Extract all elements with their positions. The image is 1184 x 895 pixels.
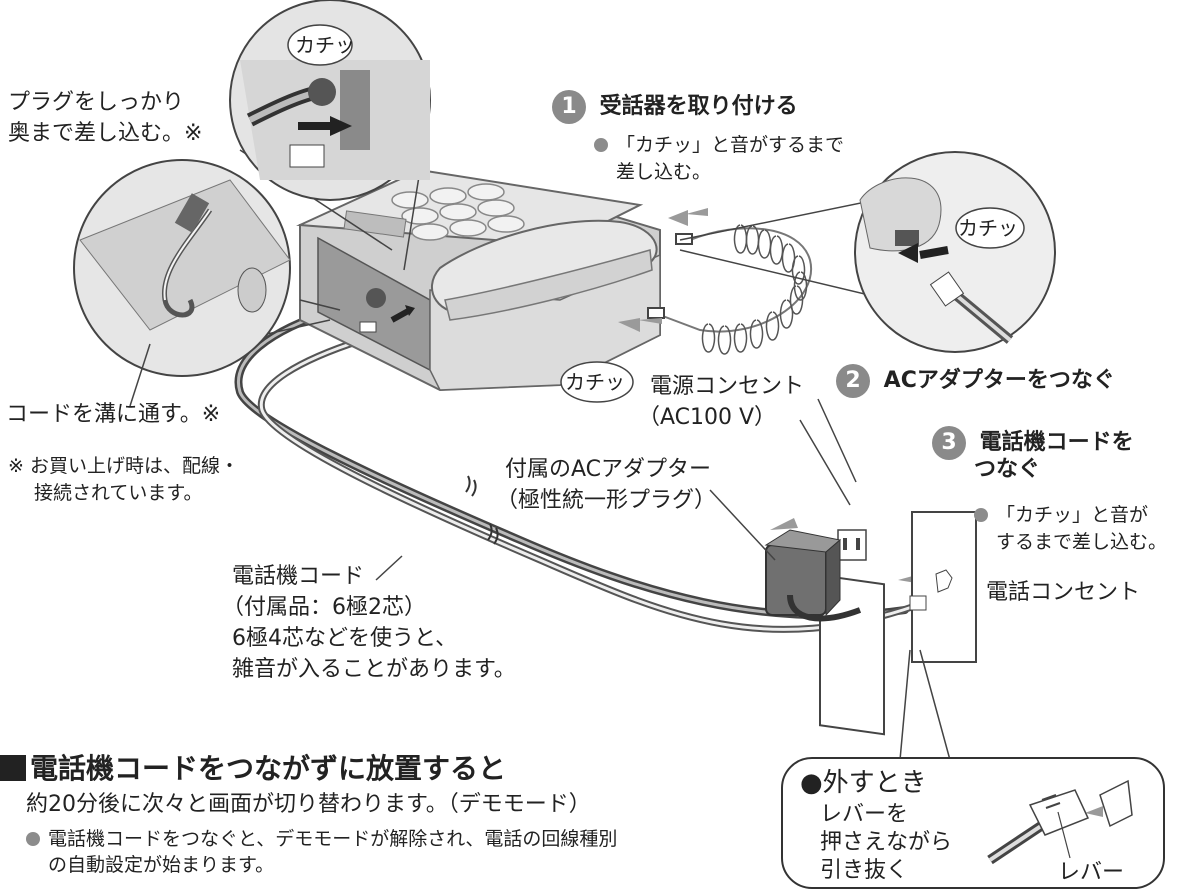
step-3-title-line2: つなぐ [974, 457, 1041, 482]
bullet-icon [594, 138, 608, 152]
cord-label-line3: 6極4芯などを使うと、 [232, 626, 458, 651]
zoom-circle-left [73, 159, 341, 377]
removal-line3: 引き抜く [820, 858, 909, 883]
step-3-heading: 3 電話機コードを [932, 426, 1134, 460]
lever-label: レバー [1058, 860, 1125, 885]
plug-instruction-line1: プラグをしっかり [8, 90, 185, 115]
ac-adapter [764, 529, 862, 622]
phone-outlet-label: 電話コンセント [986, 580, 1141, 605]
demo-mode-heading: 電話機コードをつながずに放置すると [0, 752, 506, 786]
step-1-bullet-line1: 「カチッ」と音がするまで [594, 132, 844, 158]
removal-line1: レバーを [820, 802, 909, 827]
square-icon [0, 755, 26, 781]
adapter-label-line1: 付属のACアダプター [505, 457, 712, 482]
coiled-cord [647, 224, 813, 355]
bubble-click-bottom: カチッ [565, 370, 625, 394]
cord-break-marks [465, 475, 499, 545]
power-outlet [819, 529, 885, 736]
step-1-heading: 1 受話器を取り付ける [552, 90, 798, 124]
step-1-bullet-line2: 差し込む。 [616, 161, 712, 183]
power-outlet-label-line2: （AC100 V） [638, 405, 777, 430]
phone-outlet [909, 511, 977, 663]
step-3-bullet-line1: 「カチッ」と音が [974, 502, 1148, 528]
bubble-bottom-shape [560, 361, 634, 403]
power-outlet-label-line1: 電源コンセント [650, 374, 805, 399]
zoom-circle-top [229, 0, 431, 271]
zoom-circle-right [679, 151, 1056, 353]
step-2-heading: 2 ACアダプターをつなぐ [836, 364, 1115, 398]
step-3-number: 3 [932, 426, 966, 460]
bullet-icon [26, 832, 40, 846]
cord-label-line2: （付属品：6極2芯） [222, 595, 426, 620]
removal-line2: 押さえながら [820, 830, 953, 855]
factory-note-line2: 接続されています。 [34, 482, 203, 504]
step-1-title: 受話器を取り付ける [599, 94, 798, 119]
bubble-click-right: カチッ [958, 216, 1018, 240]
cord-label-line4: 雑音が入ることがあります。 [232, 657, 516, 682]
step-3-title-line1: 電話機コードを [979, 430, 1134, 455]
removal-plug-illustration [987, 779, 1133, 865]
demo-mode-bullet-line1: 電話機コードをつなぐと、デモモードが解除され、電話の回線種別 [26, 826, 617, 852]
factory-note-line1: ※ お買い上げ時は、配線・ [8, 455, 239, 477]
demo-mode-description: 約20分後に次々と画面が切り替わります。（デモモード） [26, 792, 591, 817]
removal-title: ●外すとき [800, 768, 927, 798]
cord-groove-label: コードを溝に通す。※ [6, 402, 221, 427]
demo-mode-bullet-line2: の自動設定が始まります。 [48, 854, 275, 876]
phone-cord [234, 306, 922, 633]
bubble-click-top: カチッ [295, 33, 355, 57]
plug-instruction-line2: 奥まで差し込む。※ [8, 121, 203, 146]
step-2-title: ACアダプターをつなぐ [883, 368, 1115, 393]
bullet-icon [974, 508, 988, 522]
cord-label-line1: 電話機コード [232, 564, 365, 589]
step-3-bullet-line2: するまで差し込む。 [996, 531, 1168, 553]
step-2-number: 2 [836, 364, 870, 398]
adapter-label-line2: （極性統一形プラグ） [496, 488, 717, 513]
phone-base [296, 168, 661, 392]
step-1-number: 1 [552, 90, 586, 124]
